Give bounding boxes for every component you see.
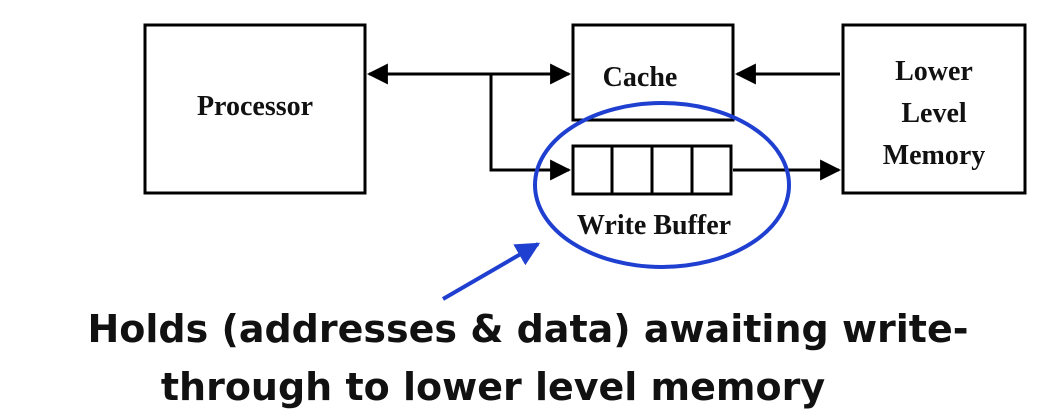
- write-buffer-label: Write Buffer: [577, 210, 731, 241]
- lower-memory-label-line-3: Memory: [883, 140, 986, 171]
- cache-label: Cache: [603, 62, 678, 93]
- caption-line-1: Holds (addresses & data) awaiting write-: [87, 307, 968, 351]
- lower-memory-label-line-2: Level: [901, 98, 967, 129]
- caption-pointer-arrow: [441, 242, 541, 301]
- processor-to-write-buffer-arrow: [489, 74, 572, 181]
- processor-box: [143, 23, 367, 195]
- lower-memory-label-line-1: Lower: [895, 56, 973, 87]
- caption-line-2: through to lower level memory: [161, 365, 825, 409]
- write-buffer: [571, 144, 733, 196]
- write-buffer-highlight-ellipse: [533, 101, 791, 269]
- lower-level-memory-box: [841, 23, 1027, 195]
- processor-label: Processor: [197, 91, 313, 122]
